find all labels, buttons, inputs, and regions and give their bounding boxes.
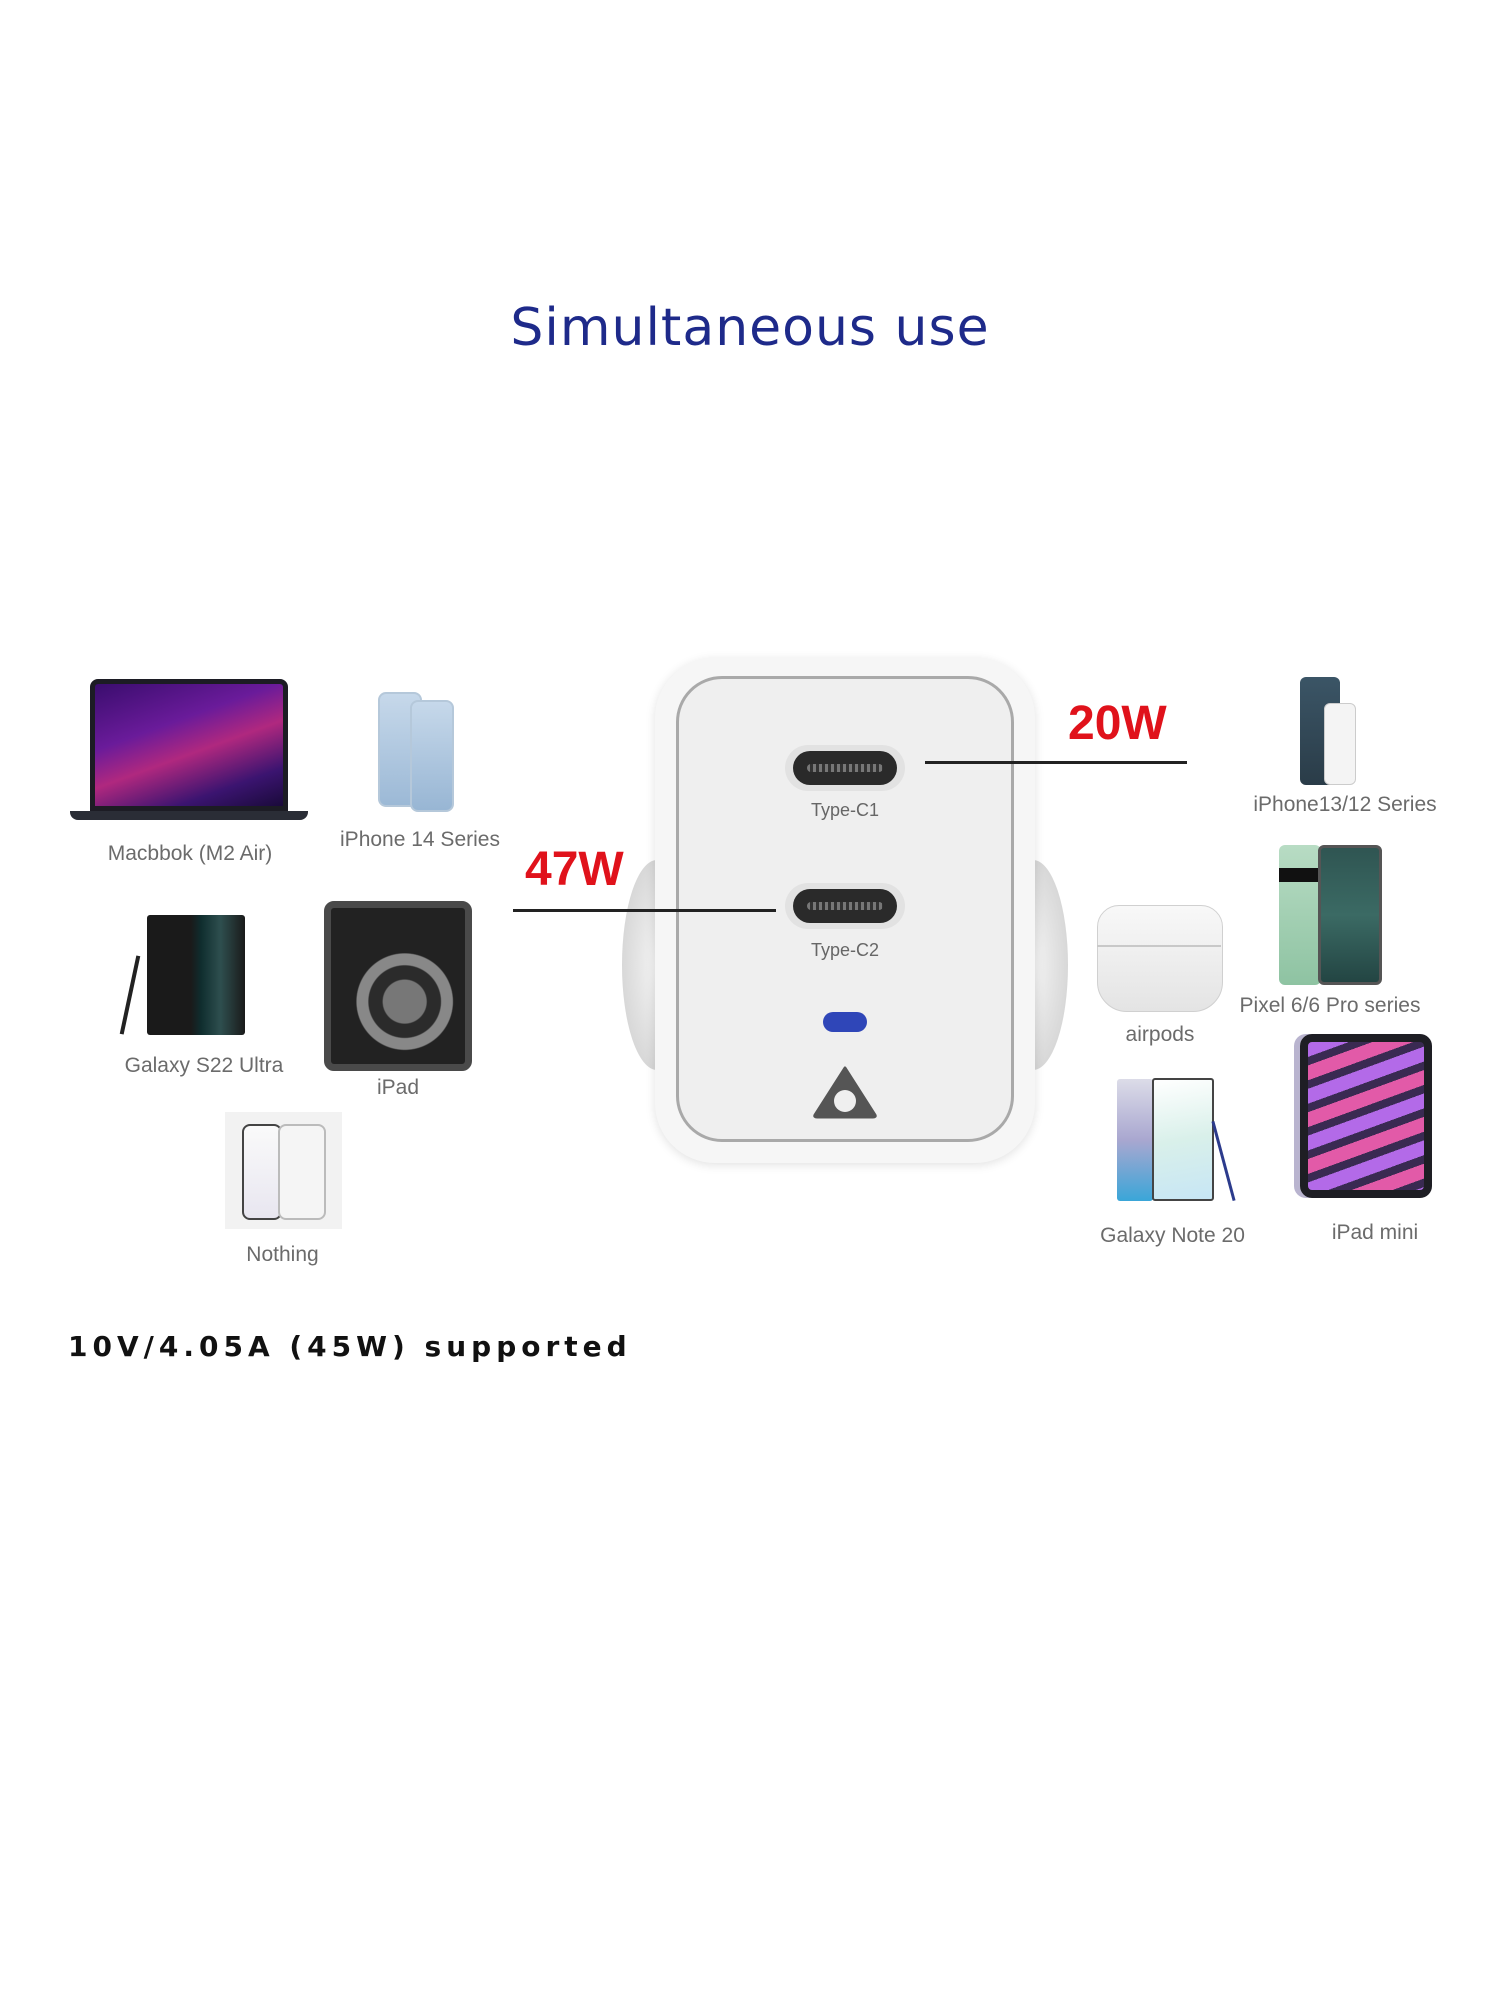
device-label: iPad mini — [1331, 1221, 1419, 1244]
device-label: Galaxy S22 Ultra — [124, 1054, 284, 1077]
phone-icon — [147, 915, 245, 1035]
phone-icon — [242, 1124, 282, 1220]
support-note: 10V/4.05A (45W) supported — [68, 1330, 632, 1363]
earbuds-icon — [1097, 905, 1223, 1012]
device-label: Pixel 6/6 Pro series — [1239, 994, 1421, 1017]
device-label: iPhone13/12 Series — [1253, 793, 1437, 816]
tablet-icon — [1300, 1034, 1432, 1198]
laptop-icon — [90, 679, 288, 811]
usb-c-icon — [807, 902, 883, 910]
stylus-icon — [1211, 1121, 1236, 1201]
usb-c-icon — [807, 764, 883, 772]
phone-icon — [278, 1124, 326, 1220]
device-label: Nothing — [246, 1243, 319, 1266]
device-label: iPhone 14 Series — [340, 828, 500, 851]
phone-icon — [1152, 1078, 1214, 1201]
type-c2-port[interactable] — [785, 883, 905, 929]
stylus-icon — [119, 955, 141, 1035]
brand-logo-icon — [813, 1066, 877, 1119]
c2-wattage: 47W — [525, 843, 624, 896]
type-c2-label: Type-C2 — [810, 940, 880, 960]
laptop-base — [70, 811, 308, 820]
type-c1-port[interactable] — [785, 745, 905, 791]
phone-icon — [1318, 845, 1382, 985]
c1-leader-line — [925, 761, 1187, 764]
device-label: airpods — [1125, 1023, 1195, 1046]
case-seam — [1097, 945, 1221, 947]
device-label: Galaxy Note 20 — [1100, 1224, 1245, 1247]
phone-icon — [410, 700, 454, 812]
tablet-icon — [324, 901, 472, 1071]
phone-icon — [1324, 703, 1356, 785]
phone-icon — [1279, 845, 1321, 985]
device-label: Macbbok (M2 Air) — [107, 842, 273, 865]
phone-icon — [1117, 1079, 1153, 1201]
page-title: Simultaneous use — [510, 298, 990, 358]
led-indicator — [823, 1012, 867, 1032]
camera-bar — [1279, 868, 1321, 882]
c1-wattage: 20W — [1068, 697, 1167, 750]
device-label: iPad — [376, 1076, 420, 1099]
type-c1-label: Type-C1 — [810, 800, 880, 820]
c2-leader-line — [513, 909, 776, 912]
